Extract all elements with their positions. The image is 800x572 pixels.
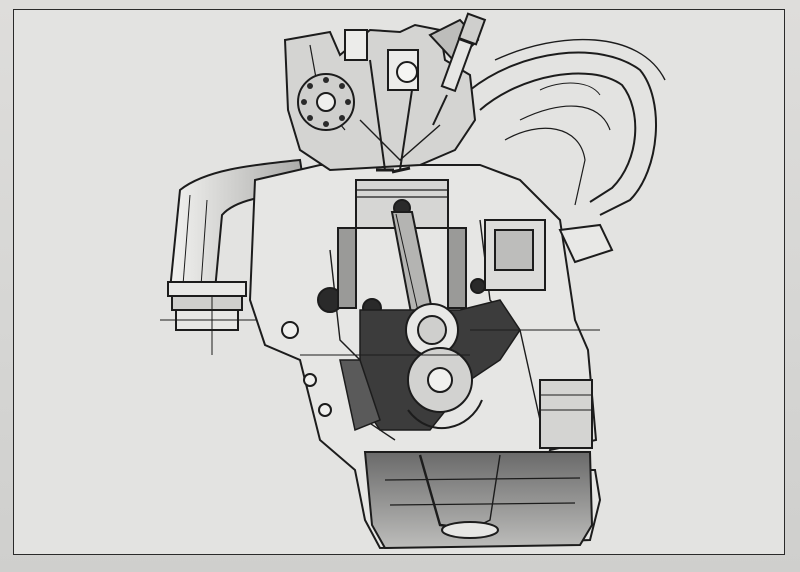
reference-lines [300, 329, 600, 356]
camshaft-sprocket [297, 73, 355, 131]
oil-sump [363, 451, 594, 550]
valves [369, 59, 413, 174]
intake-manifold [469, 38, 666, 216]
cylinder-head [283, 18, 480, 172]
injector [432, 12, 487, 126]
crankshaft [405, 303, 483, 429]
oil-pump-and-filter [484, 219, 614, 449]
